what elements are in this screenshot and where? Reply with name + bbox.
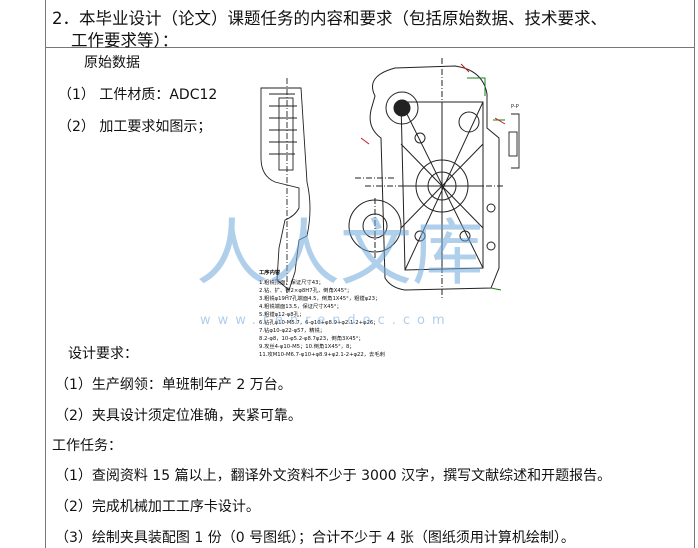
process-note: 6.钻孔φ10-M5.7，6-φ10+φ8.9+φ2.1-2+φ26； bbox=[259, 318, 379, 326]
process-note: 7.钻φ10-φ22-φ57，精铣； bbox=[259, 326, 325, 334]
process-note: 4.粗铣端面13.5，保证尺寸X45°； bbox=[259, 302, 342, 310]
task-item: （3）绘制夹具装配图 1 份（0 号图纸）；合计不少于 4 张（图纸须用计算机绘… bbox=[55, 530, 575, 546]
task-item: （1）查阅资料 15 篇以上，翻译外文资料不少于 3000 汉字，撰写文献综述和… bbox=[55, 468, 612, 484]
task-item: （2）完成机械加工工序卡设计。 bbox=[55, 499, 260, 515]
process-note: 2.钻、扩、铰2×φ8H7孔，倒角X45°； bbox=[259, 286, 352, 294]
process-note: 1.粗铣顶面，保证尺寸43； bbox=[259, 278, 324, 286]
watermark-url: www.renrendoc.com bbox=[200, 313, 452, 328]
fixture-req-item: （2）夹具设计须定位准确，夹紧可靠。 bbox=[55, 408, 302, 424]
section-heading-line2: 工作要求等）： bbox=[71, 31, 179, 50]
machining-req-item: （2） 加工要求如图示； bbox=[58, 119, 212, 135]
design-req-title: 设计要求： bbox=[68, 346, 138, 362]
task-table-cell bbox=[45, 0, 695, 548]
original-data-title: 原始数据 bbox=[84, 55, 140, 71]
process-notes-title: 工序内容 bbox=[259, 268, 281, 276]
material-item: （1） 工件材质：ADC12 bbox=[58, 87, 218, 103]
watermark-logo: 人人文库 www.renrendoc.com bbox=[196, 211, 480, 328]
section-heading-line1: 2．本毕业设计（论文）课题任务的内容和要求（包括原始数据、技术要求、 bbox=[52, 9, 607, 28]
engineering-drawing: P-P 工序内容 1.粗铣顶面，保证尺寸43； 2.钻、扩、铰2×φ8H7孔，倒… bbox=[259, 58, 520, 358]
process-note: 5.粗镗φ12-φ8孔； bbox=[259, 310, 304, 318]
work-tasks-title: 工作任务： bbox=[52, 438, 122, 454]
process-note: 8.2-φ8，10-φ5.2-φ8.7φ23，倒角3X45°； bbox=[259, 334, 364, 342]
watermark-text: 人人文库 bbox=[196, 211, 480, 295]
table-divider bbox=[45, 47, 694, 48]
section-label: P-P bbox=[511, 104, 519, 110]
production-volume-item: （1）生产纲领：单班制年产 2 万台。 bbox=[55, 377, 292, 393]
process-note: 3.粗铣φ19H7孔端面4.5，倒角1X45°，粗镗φ23； bbox=[259, 294, 380, 302]
process-note: 11.攻M10-M6.7-φ10+φ8.9+φ2.1-2+φ22，去毛刺 bbox=[259, 350, 385, 358]
process-note: 9.攻丝4-φ10-M5；10.倒角1X45°，8； bbox=[259, 342, 355, 350]
